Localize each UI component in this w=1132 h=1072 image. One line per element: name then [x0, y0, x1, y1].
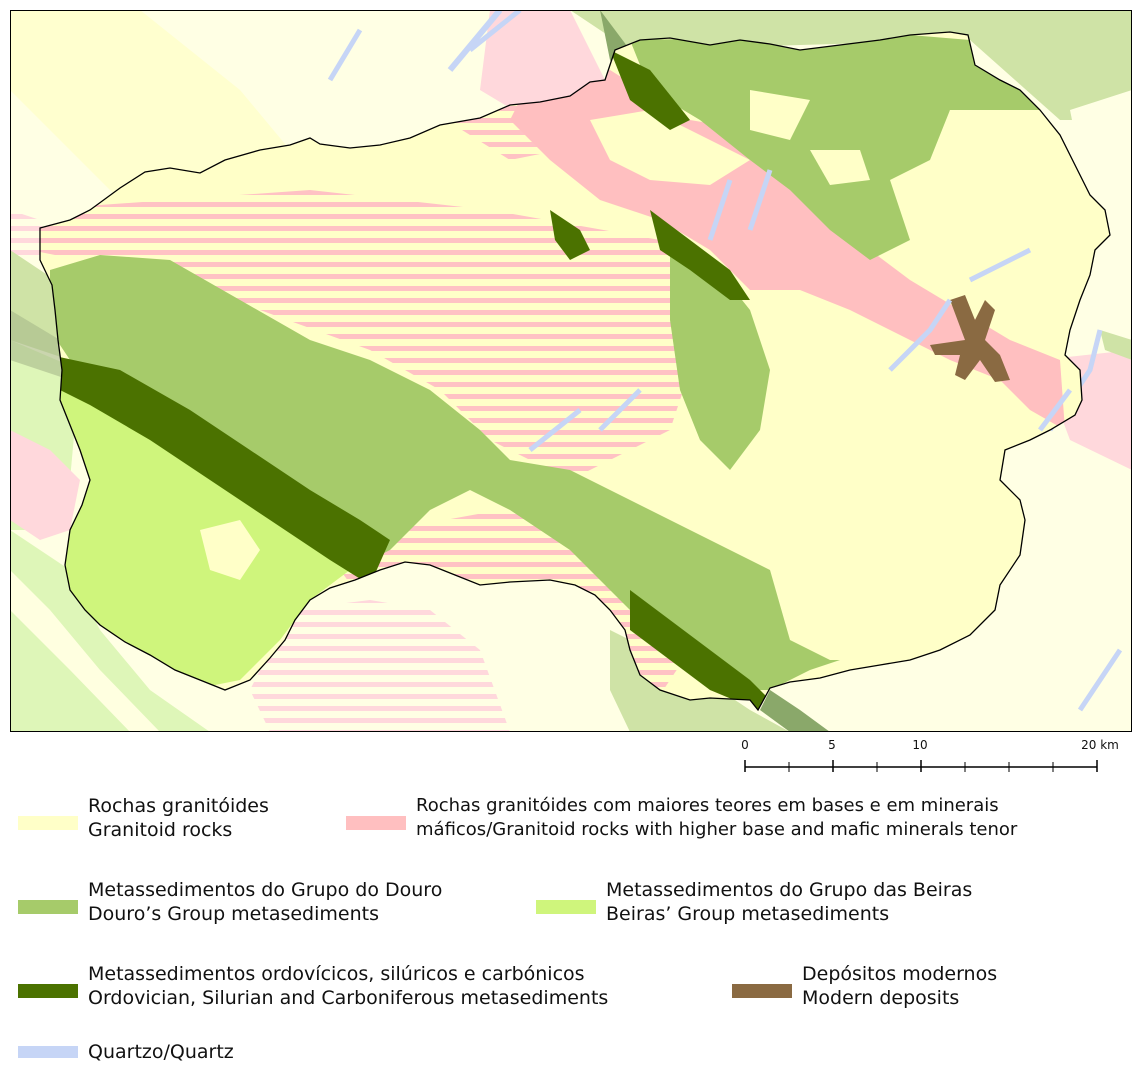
scale-label-5: 5 — [828, 738, 836, 752]
legend-label-ordovician-pt: Metassedimentos ordovícicos, silúricos e… — [88, 963, 585, 985]
legend-label-granitoid-mafic-en: máficos/Granitoid rocks with higher base… — [416, 819, 1018, 840]
legend-label-beiras-en: Beiras’ Group metasediments — [606, 903, 890, 925]
legend-label-douro-pt: Metassedimentos do Grupo do Douro — [88, 879, 443, 901]
legend-swatch-beiras — [536, 900, 596, 914]
scale-bar: 0 5 10 20 km — [730, 738, 1132, 782]
legend-item-quartz: Quartzo/Quartz — [18, 1040, 318, 1070]
geological-map — [10, 8, 1132, 732]
scale-bar-graphic — [744, 760, 1098, 772]
legend-swatch-modern — [732, 984, 792, 998]
legend-label-modern-en: Modern deposits — [802, 987, 960, 1009]
legend-swatch-quartz — [18, 1046, 78, 1058]
map-canvas — [10, 8, 1132, 732]
scale-label-20: 20 km — [1081, 738, 1119, 752]
scale-label-0: 0 — [741, 738, 749, 752]
legend-label-granitoid-pt: Rochas granitóides — [88, 795, 269, 817]
legend-label-modern-pt: Depósitos modernos — [802, 963, 998, 985]
scale-label-10: 10 — [912, 738, 928, 752]
legend-item-ordovician: Metassedimentos ordovícicos, silúricos e… — [18, 962, 718, 1016]
legend-item-granitoid-mafic: Rochas granitóides com maiores teores em… — [346, 794, 1130, 848]
legend-swatch-granitoid-mafic — [346, 816, 406, 830]
legend-item-douro: Metassedimentos do Grupo do Douro Douro’… — [18, 878, 518, 932]
legend-label-quartz: Quartzo/Quartz — [88, 1041, 234, 1063]
legend-swatch-granitoid — [18, 816, 78, 830]
legend-label-granitoid-en: Granitoid rocks — [88, 819, 233, 841]
legend-label-douro-en: Douro’s Group metasediments — [88, 903, 379, 925]
legend-label-ordovician-en: Ordovician, Silurian and Carboniferous m… — [88, 987, 609, 1009]
legend-item-granitoid: Rochas granitóides Granitoid rocks — [18, 794, 338, 848]
legend-item-beiras: Metassedimentos do Grupo das Beiras Beir… — [536, 878, 1036, 932]
basin-boundary — [39, 31, 1111, 712]
legend-swatch-douro — [18, 900, 78, 914]
legend-label-granitoid-mafic-pt: Rochas granitóides com maiores teores em… — [416, 795, 999, 816]
legend-swatch-ordovician — [18, 984, 78, 998]
legend-item-modern: Depósitos modernos Modern deposits — [732, 962, 1092, 1016]
legend-label-beiras-pt: Metassedimentos do Grupo das Beiras — [606, 879, 973, 901]
